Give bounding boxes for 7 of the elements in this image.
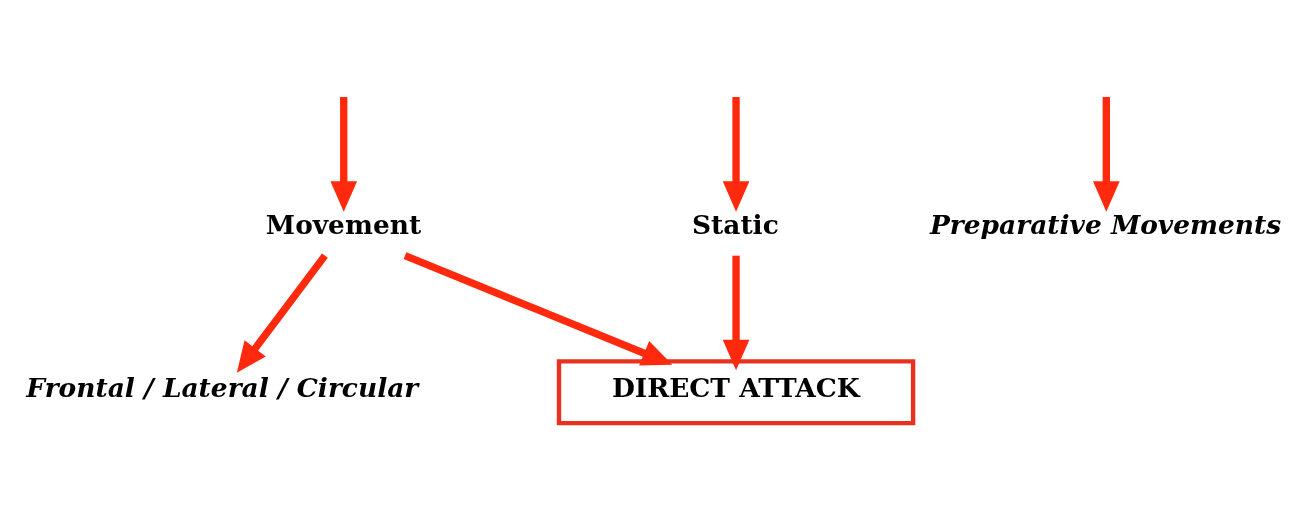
node-text: Frontal / Lateral / Circular	[26, 372, 419, 404]
node-box: DIRECT ATTACK	[556, 359, 916, 426]
arrow	[403, 252, 673, 366]
node-text: Static	[691, 209, 779, 241]
node-text: Movement	[265, 209, 422, 241]
arrow	[236, 253, 328, 373]
node-text: Preparative Movements	[930, 209, 1282, 241]
